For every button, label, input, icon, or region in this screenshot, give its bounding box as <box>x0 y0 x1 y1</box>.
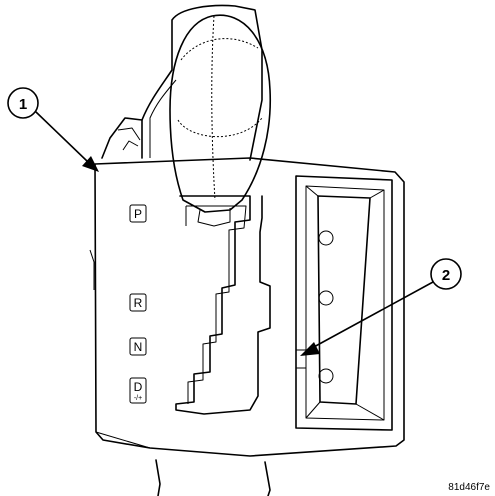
shift-knob <box>169 14 272 227</box>
svg-text:D: D <box>134 380 143 394</box>
console-bezel <box>89 157 405 457</box>
gear-label-neutral: N <box>129 337 147 356</box>
tray-button-bottom <box>318 368 334 384</box>
svg-text:N: N <box>134 340 143 354</box>
callout-2-arrowhead <box>300 342 320 356</box>
tray-button-middle <box>318 290 334 306</box>
side-tray <box>295 175 393 431</box>
callout-1: 1 <box>7 87 99 172</box>
svg-text:P: P <box>134 207 142 221</box>
gear-label-reverse: R <box>129 293 147 312</box>
figure-code: 81d46f7e <box>448 482 490 493</box>
svg-text:-/+: -/+ <box>134 395 142 402</box>
shift-gate-slot <box>175 195 271 415</box>
console-background-bracket <box>101 4 271 496</box>
tray-buttons <box>318 230 334 384</box>
tray-button-top <box>318 230 334 246</box>
callout-1-arrowhead <box>82 156 99 172</box>
callout-2: 2 <box>300 258 462 356</box>
svg-text:2: 2 <box>442 267 450 284</box>
svg-text:1: 1 <box>19 96 27 113</box>
svg-text:R: R <box>134 296 143 310</box>
gear-label-drive: D -/+ <box>129 377 147 404</box>
gear-label-park: P <box>129 204 147 223</box>
